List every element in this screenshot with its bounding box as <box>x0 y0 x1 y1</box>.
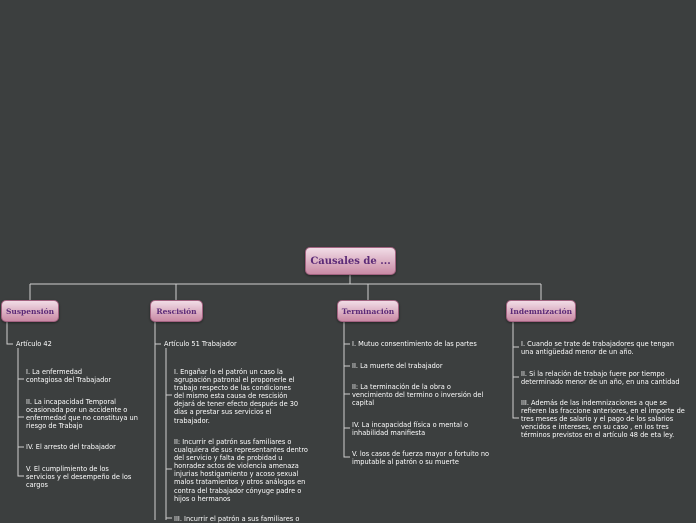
suspension-heading[interactable]: Artículo 42 <box>16 340 52 348</box>
indemnizacion-item[interactable]: III. Además de las indemnizaciones a que… <box>521 399 685 440</box>
connector-terminacion-item <box>343 344 350 367</box>
suspension-item[interactable]: IV. El arresto del trabajador <box>26 443 116 451</box>
connector-terminacion-item <box>343 366 350 395</box>
suspension-item[interactable]: II. La incapacidad Temporal ocasionada p… <box>26 398 138 431</box>
indemnizacion-item[interactable]: I. Cuando se trate de trabajadores que t… <box>521 340 675 357</box>
connector-rescision-item <box>165 395 172 470</box>
terminacion-item[interactable]: V. los casos de fuerza mayor o fortuito … <box>352 450 490 467</box>
branch-node-suspension[interactable]: Suspensión <box>1 300 59 322</box>
root-node[interactable]: Causales de ... <box>305 247 396 275</box>
connector-indemnizacion-item <box>512 322 519 348</box>
connector-suspension-item <box>17 417 24 448</box>
terminacion-item[interactable]: II: La terminación de la obra o vencimie… <box>352 383 484 408</box>
connector-suspension-item <box>17 447 24 477</box>
terminacion-item[interactable]: IV. La incapacidad física o mental o inh… <box>352 421 469 438</box>
branch-node-indemnizacion[interactable]: Indemnización <box>506 300 576 322</box>
terminacion-item[interactable]: II. La muerte del trabajador <box>352 362 443 370</box>
connector-terminacion-item <box>343 322 350 345</box>
branch-node-rescision[interactable]: Rescisión <box>150 300 203 322</box>
connector-rescision-item <box>165 469 172 519</box>
connector-suspension-item <box>17 379 24 418</box>
connector-rescision-item <box>165 348 172 396</box>
suspension-item[interactable]: V. El cumplimiento de los servicios y el… <box>26 465 132 490</box>
indemnizacion-item[interactable]: II. Si la relación de trabajo fuere por … <box>521 370 680 387</box>
connector-rescision-heading <box>154 322 161 345</box>
connector-suspension-item <box>17 348 24 380</box>
rescision-item[interactable]: II: Incurrir el patrón sus familiares o … <box>174 438 308 503</box>
terminacion-item[interactable]: I. Mutuo consentimiento de las partes <box>352 340 477 348</box>
connector-indemnizacion-item <box>512 377 519 419</box>
suspension-item[interactable]: I. La enfermedad contagiosa del Trabajad… <box>26 368 112 385</box>
connector-terminacion-item <box>343 428 350 458</box>
connector-indemnizacion-item <box>512 347 519 378</box>
branch-node-terminacion[interactable]: Terminación <box>337 300 399 322</box>
rescision-heading[interactable]: Artículo 51 Trabajador <box>164 340 237 348</box>
rescision-item[interactable]: I. Engañar lo el patrón un caso la agrup… <box>174 368 299 425</box>
rescision-item[interactable]: III. Incurrir el patrón a sus familiares… <box>174 515 300 523</box>
connector-terminacion-item <box>343 394 350 429</box>
connector-suspension-heading <box>6 322 13 345</box>
